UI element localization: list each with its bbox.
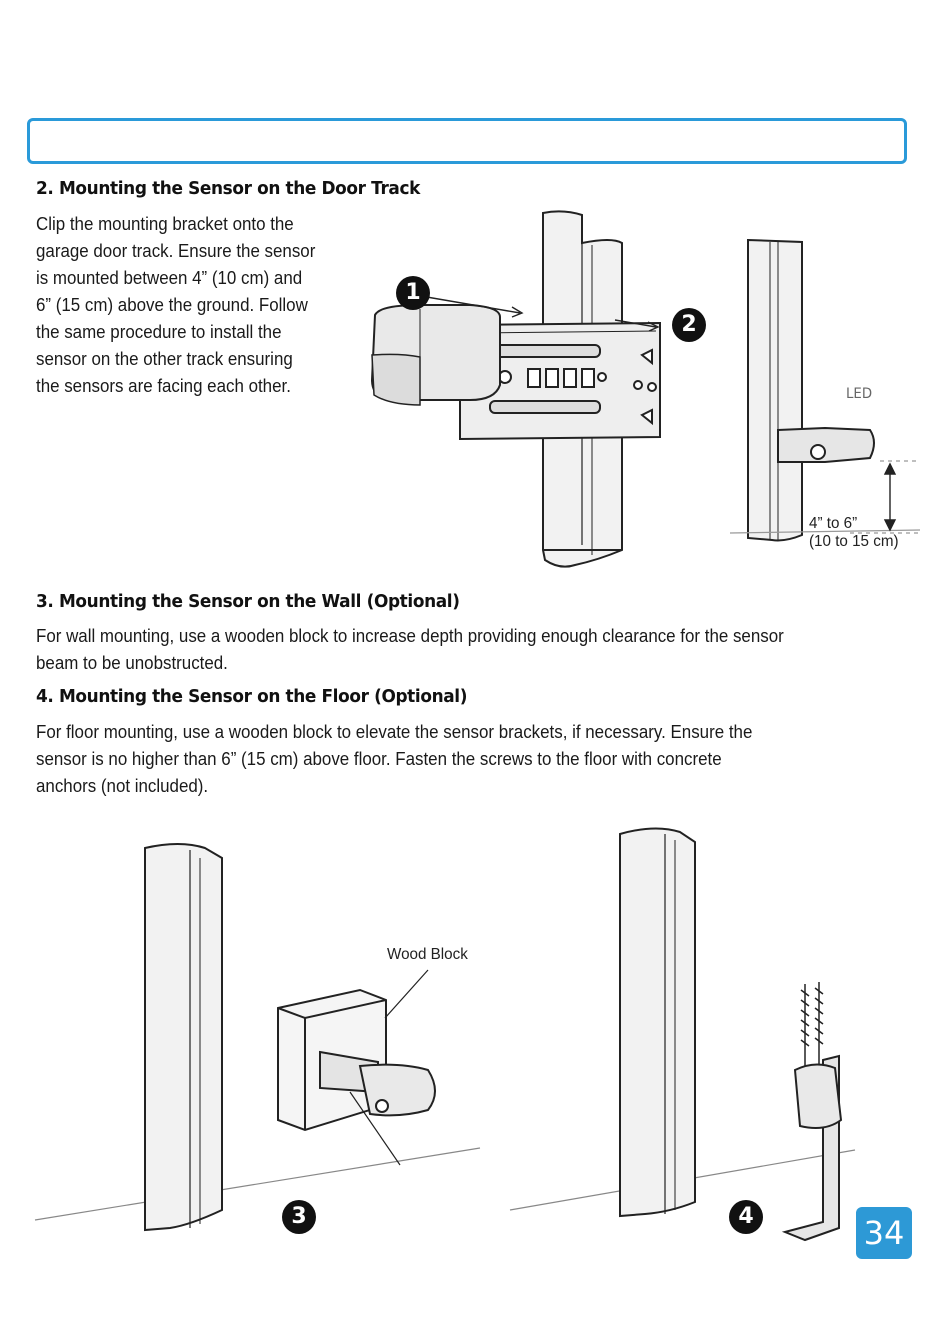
floor-mount-illustration	[509, 827, 856, 1242]
step-2-badge: 2	[672, 308, 706, 342]
header-banner	[27, 118, 907, 164]
step-3-badge: 3	[282, 1200, 316, 1234]
wood-block-label: Wood Block	[387, 946, 468, 963]
section-2-heading: 2. Mounting the Sensor on the Door Track	[36, 178, 421, 199]
section-4-body: For floor mounting, use a wooden block t…	[36, 719, 752, 800]
step-4-badge: 4	[729, 1200, 763, 1234]
section-3-heading: 3. Mounting the Sensor on the Wall (Opti…	[36, 591, 460, 612]
wall-mount-illustration	[34, 843, 481, 1232]
section-2-body: Clip the mounting bracket onto the garag…	[36, 211, 315, 400]
height-range-label: 4” to 6” (10 to 15 cm)	[809, 515, 899, 551]
section-4-line: sensor is no higher than 6” (15 cm) abov…	[36, 749, 722, 769]
sensor-height-illustration	[729, 238, 921, 542]
section-2-line: 6” (15 cm) above the ground. Follow	[36, 295, 308, 315]
height-range-inches: 4” to 6”	[809, 515, 858, 532]
section-3-body: For wall mounting, use a wooden block to…	[36, 623, 784, 677]
section-2-line: sensor on the other track ensuring	[36, 349, 293, 369]
section-4-line: For floor mounting, use a wooden block t…	[36, 722, 753, 742]
section-2-line: the same procedure to install the	[36, 322, 282, 342]
section-3-line: For wall mounting, use a wooden block to…	[36, 626, 784, 646]
section-3-line: beam to be unobstructed.	[36, 653, 228, 673]
door-track-bracket-illustration	[370, 210, 661, 568]
height-range-cm: (10 to 15 cm)	[809, 533, 899, 550]
led-label: LED	[846, 386, 873, 402]
section-2-line: the sensors are facing each other.	[36, 376, 291, 396]
section-2-line: Clip the mounting bracket onto the	[36, 214, 294, 234]
section-2-line: garage door track. Ensure the sensor	[36, 241, 316, 261]
page-number: 34	[856, 1207, 912, 1259]
section-2-line: is mounted between 4” (10 cm) and	[36, 268, 303, 288]
section-4-line: anchors (not included).	[36, 776, 209, 796]
step-1-badge: 1	[396, 276, 430, 310]
section-4-heading: 4. Mounting the Sensor on the Floor (Opt…	[36, 686, 468, 707]
